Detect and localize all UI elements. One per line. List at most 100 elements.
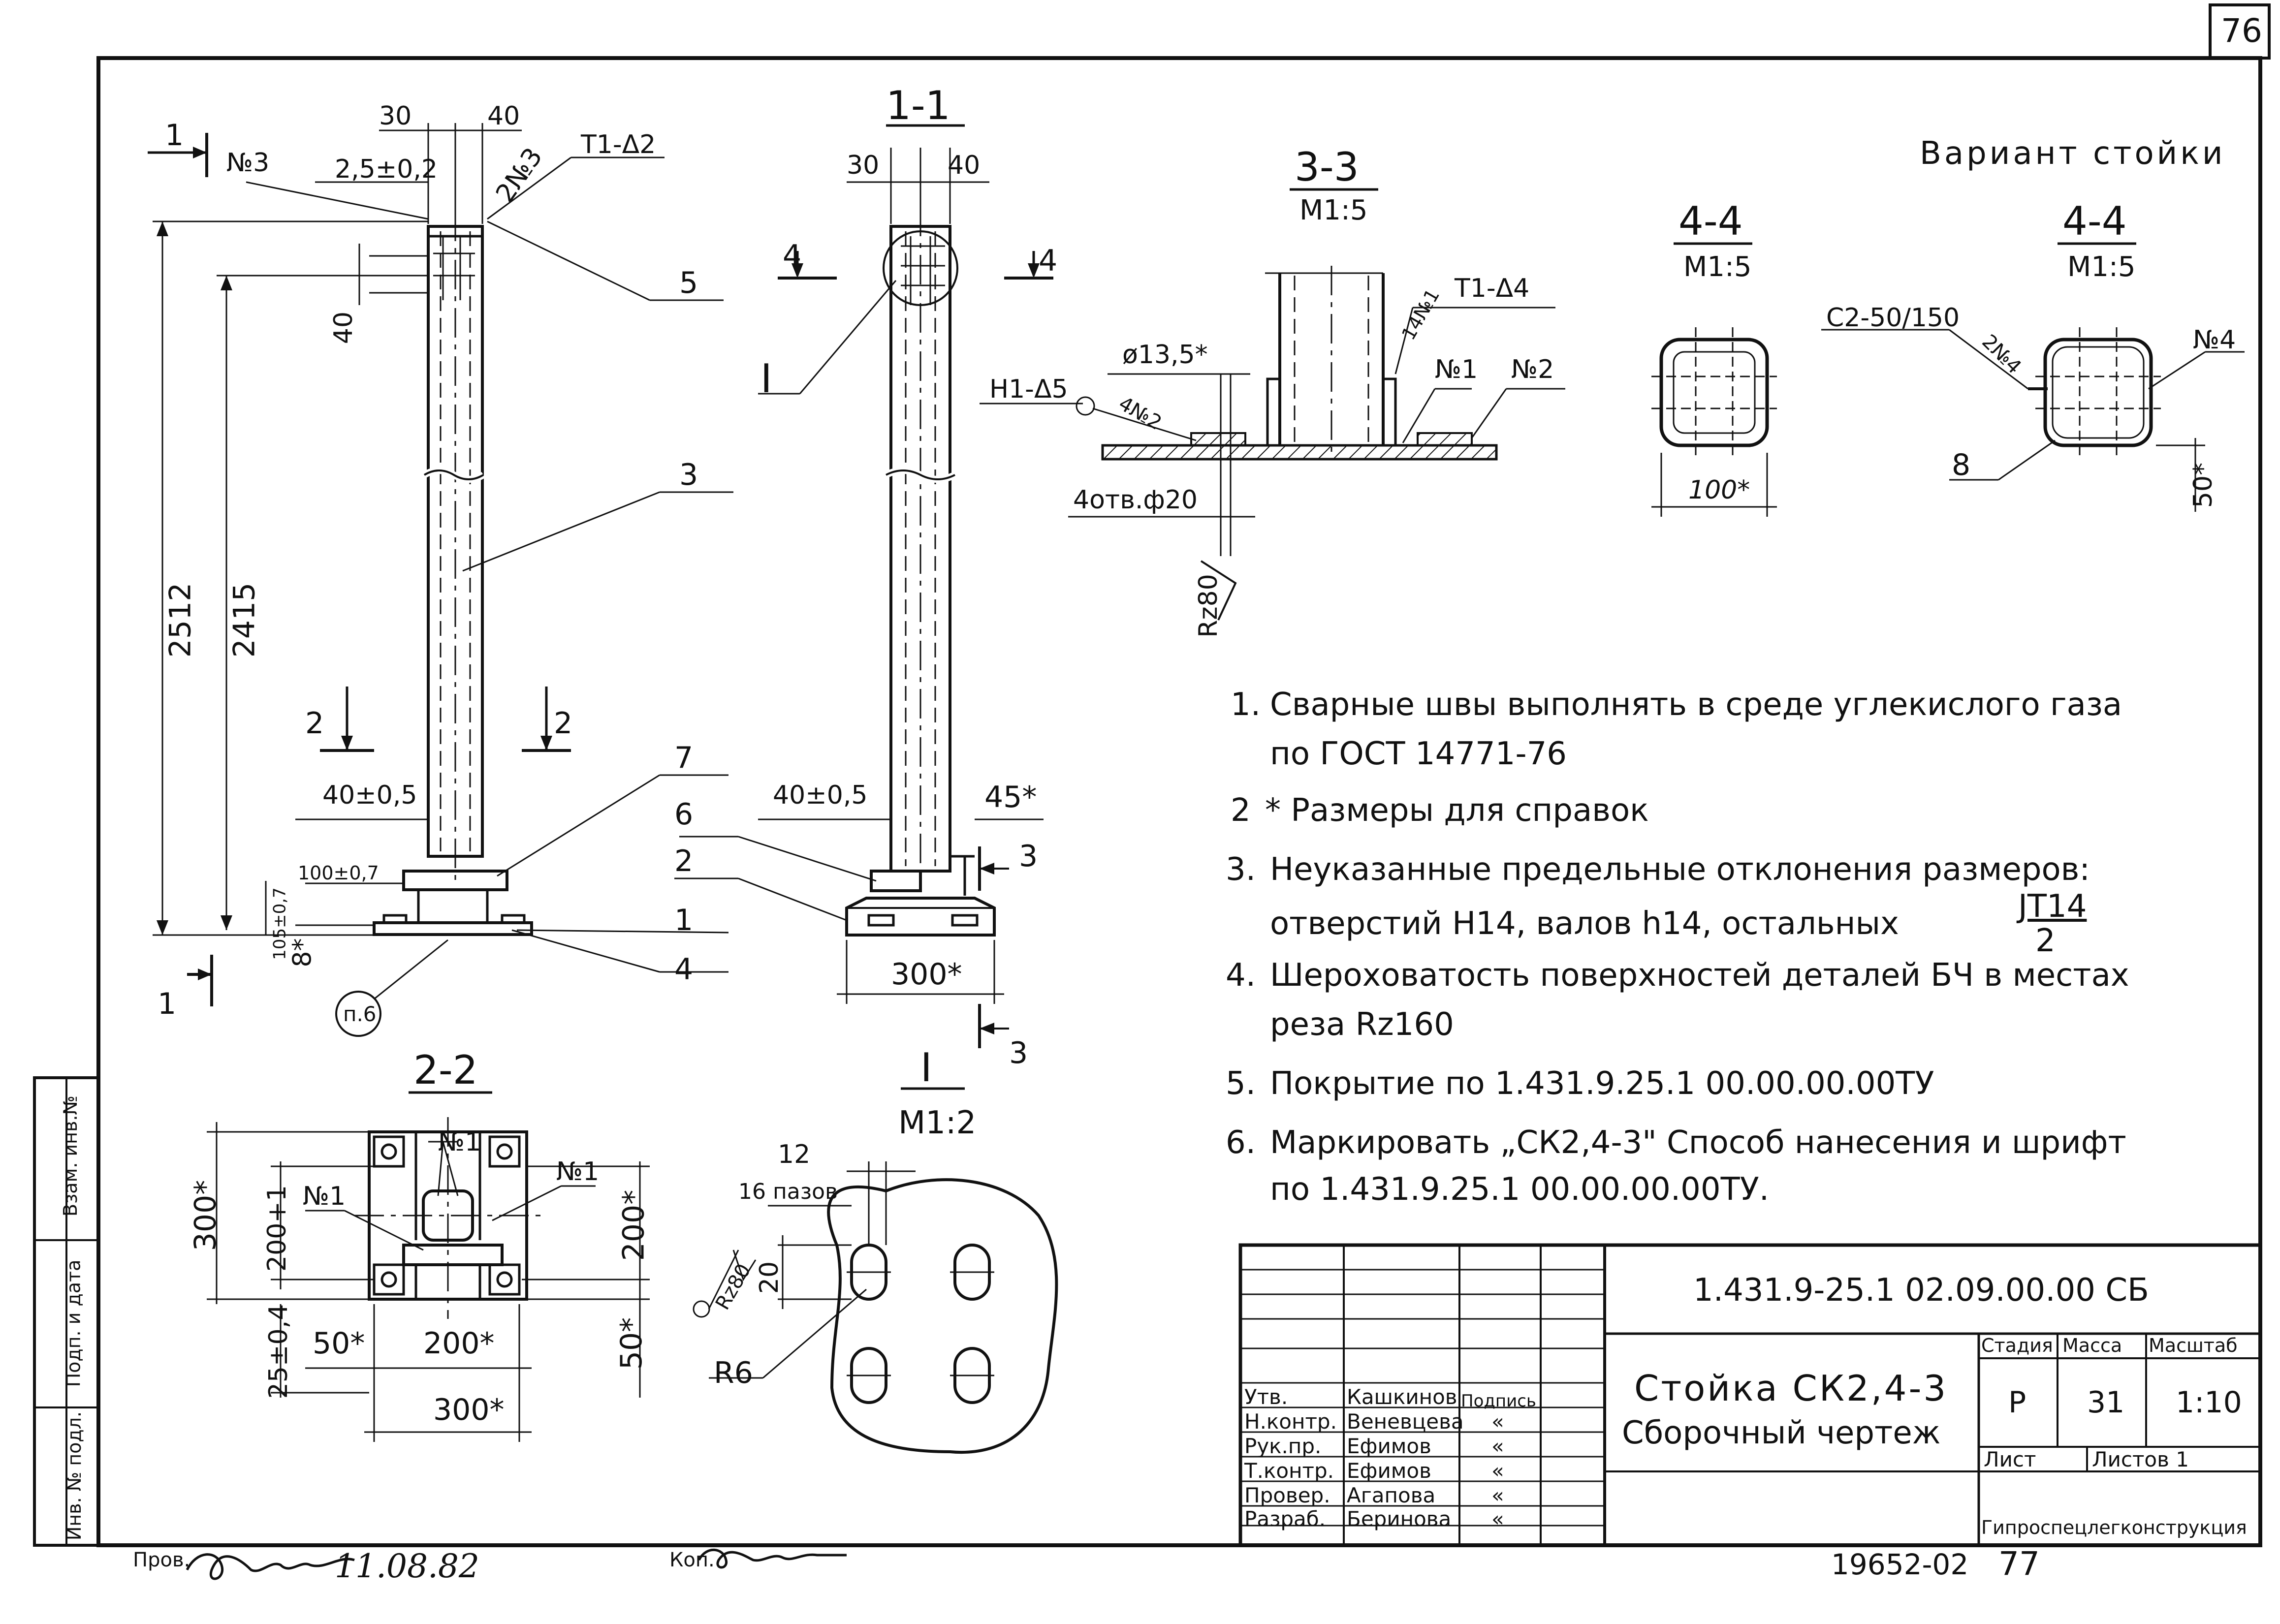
note-6-line-2: по 1.431.9.25.1 00.00.00.00ТУ. [1270, 1171, 1770, 1208]
note-1-line-2: по ГОСТ 14771-76 [1270, 736, 1567, 772]
note-6-line-1: Маркировать „СК2,4-3" Способ нанесения и… [1270, 1124, 2126, 1161]
dim-105-tol: 105±0,7 [270, 887, 290, 960]
section-44a-dim-100: 100* [1688, 475, 1750, 505]
dim-2415: 2415 [227, 582, 262, 658]
role-2-name: Веневцева [1347, 1409, 1464, 1434]
order-number: 19652-02 [1831, 1548, 1969, 1581]
dim-30: 30 [379, 101, 412, 131]
section-22-dim-200-r: 200* [616, 1189, 651, 1261]
mass-value: 31 [2087, 1385, 2125, 1420]
dim-2512: 2512 [163, 582, 198, 658]
detail-callout-i: I [760, 356, 772, 402]
organization: Гипроспецлегконструкция [1981, 1517, 2247, 1538]
section-33-holes: 4отв.ф20 [1073, 485, 1198, 515]
note-4-line-1: Шероховатость поверхностей деталей БЧ в … [1270, 957, 2129, 994]
checked-date: 11.08.82 [335, 1547, 479, 1585]
note-3-line-1: Неуказанные предельные отклонения размер… [1270, 851, 2090, 888]
stamp-sign-date: Подп. и дата [63, 1259, 85, 1387]
section-44b-c2: С2-50/150 [1826, 303, 1960, 333]
note-4-line-2: реза Rz160 [1270, 1006, 1454, 1043]
section-33-scale: М1:5 [1299, 194, 1368, 226]
section-33-dim-13-5: ø13,5* [1122, 340, 1208, 370]
note-1-num: 1. [1231, 687, 1261, 723]
section-44b-scale: М1:5 [2067, 251, 2136, 283]
dim-8: 8* [287, 938, 317, 968]
role-4-sign: « [1491, 1459, 1504, 1483]
section-11-dim-40-tol: 40±0,5 [773, 781, 868, 810]
detail-i-slots: 16 пазов [738, 1179, 838, 1204]
note-4-num: 4. [1226, 957, 1256, 994]
role-1: Утв. [1244, 1385, 1288, 1409]
part-label-5: 5 [679, 266, 698, 300]
role-2-sign: « [1491, 1409, 1504, 1434]
copied-label: Коп. [669, 1549, 715, 1571]
header-stage: Стадия [1981, 1335, 2053, 1356]
section-22-dim-200-1: 200+1 [262, 1185, 292, 1272]
part-label-1: 1 [674, 903, 694, 937]
part-label-3: 3 [679, 458, 698, 492]
section-44a-title: 4-4 [1678, 198, 1743, 244]
note-2-num: 2 [1231, 792, 1251, 829]
section-11-mark-3-bottom: 3 [1009, 1036, 1028, 1070]
part-label-8: 8 [1952, 448, 1971, 482]
role-4-name: Ефимов [1347, 1459, 1431, 1483]
section-11-dim-45: 45* [984, 780, 1037, 814]
section-44a-scale: М1:5 [1683, 251, 1752, 283]
weld-t1-d2: Т1-Δ2 [581, 130, 656, 159]
variant-title: Вариант стойки [1920, 135, 2226, 172]
section-44b-title: 4-4 [2062, 198, 2127, 244]
part-label-4: 4 [674, 952, 694, 987]
section-mark-2-left: 2 [305, 706, 324, 741]
role-3: Рук.пр. [1244, 1434, 1322, 1458]
section-11-title: 1-1 [886, 83, 950, 128]
dim-40-side: 40 [329, 311, 359, 344]
note-3-line-2: отверстий Н14, валов h14, остальных [1270, 906, 1899, 942]
detail-i-dim-12: 12 [778, 1140, 811, 1169]
section-11-dim-300: 300* [891, 957, 962, 992]
stamp-inv-number: Инв. № подл. [63, 1411, 86, 1541]
sheets-label: Листов 1 [2092, 1447, 2189, 1471]
section-22-title: 2-2 [413, 1047, 478, 1093]
note-5-line-1: Покрытие по 1.431.9.25.1 00.00.00.00ТУ [1270, 1065, 1934, 1102]
section-22-weld-n1-a: №1 [438, 1127, 481, 1157]
note-3-fraction-top: JT14 [2018, 888, 2087, 925]
section-44b-dim-50: 50* [2188, 462, 2218, 508]
section-22-dim-50-r: 50* [614, 1317, 649, 1370]
note-3-num: 3. [1226, 851, 1256, 888]
section-22-dim-300-v: 300* [188, 1180, 223, 1251]
section-44b-n4: №4 [2193, 325, 2236, 355]
section-22-dim-200-h: 200* [423, 1326, 495, 1361]
dim-tol-2-5: 2,5±0,2 [335, 155, 438, 184]
section-22-weld-n1-c: №1 [303, 1182, 346, 1211]
role-6-sign: « [1491, 1507, 1504, 1531]
section-mark-2-right: 2 [554, 706, 573, 741]
stamp-replace-inv: Взам. инв.№ [59, 1095, 81, 1217]
section-33-n2: №2 [1511, 355, 1554, 384]
weld-n3: №3 [226, 148, 270, 178]
title-line-2: Сборочный чертеж [1622, 1415, 1941, 1451]
sheet-label: Лист [1984, 1447, 2036, 1471]
doc-number: 1.431.9-25.1 02.09.00.00 СБ [1693, 1272, 2149, 1309]
role-5-name: Агапова [1347, 1483, 1436, 1507]
role-1-name: Кашкинов [1347, 1385, 1457, 1409]
note-1-line-1: Сварные швы выполнять в среде углекислог… [1270, 687, 2122, 723]
section-11-mark-4-right: 4 [1039, 244, 1058, 278]
dim-40-tol: 40±0,5 [322, 781, 417, 810]
detail-i-dim-20: 20 [755, 1261, 785, 1294]
page-number: 76 [2221, 12, 2262, 50]
header-mass: Масса [2062, 1335, 2122, 1356]
role-2: Н.контр. [1244, 1409, 1337, 1434]
checked-label: Пров. [133, 1549, 190, 1571]
dim-40-top: 40 [487, 101, 520, 131]
marking-ref: п.6 [343, 1002, 377, 1026]
header-scale: Масштаб [2149, 1335, 2238, 1356]
detail-i-r6: R6 [714, 1356, 753, 1390]
role-3-name: Ефимов [1347, 1434, 1431, 1458]
section-22-dim-50-a: 50* [313, 1326, 365, 1361]
dim-100-tol: 100±0,7 [298, 862, 379, 884]
footer-page: 77 [1998, 1545, 2040, 1583]
note-5-num: 5. [1226, 1065, 1256, 1102]
note-2-line-1: * Размеры для справок [1265, 792, 1649, 829]
section-11-dim-30: 30 [847, 151, 880, 180]
